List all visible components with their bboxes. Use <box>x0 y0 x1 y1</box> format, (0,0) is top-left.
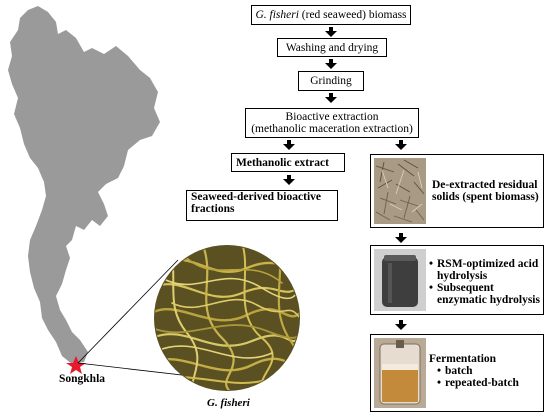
residual-text: De-extracted residual solids (spent biom… <box>432 179 539 203</box>
fractions-line1: Seaweed-derived bioactive <box>191 191 321 203</box>
location-star-icon <box>66 356 86 374</box>
specimen-caption: G. fisheri <box>207 397 250 409</box>
biomass-label: (red seaweed) biomass <box>298 9 407 21</box>
arrow-down-icon <box>395 233 407 243</box>
fermentation-item-repeated: repeated-batch <box>437 377 519 389</box>
panel-hydrolysis: RSM-optimized acid hydrolysis Subsequent… <box>370 245 544 315</box>
fermentation-title: Fermentation <box>429 353 497 365</box>
arrow-down-icon <box>325 27 337 37</box>
washing-label: Washing and drying <box>285 41 379 54</box>
flow-box-extraction: Bioactive extraction (methanolic macerat… <box>245 108 419 138</box>
fermentation-list: batch repeated-batch <box>437 365 519 389</box>
flow-box-washing: Washing and drying <box>277 38 387 57</box>
hydrolysis-item-acid: RSM-optimized acid hydrolysis <box>429 258 541 282</box>
reactor-photo <box>374 249 426 311</box>
extraction-title: Bioactive extraction <box>285 111 379 123</box>
fermentation-item-batch: batch <box>437 365 519 377</box>
panel-fermentation: Fermentation batch repeated-batch <box>370 334 544 412</box>
arrow-down-icon <box>325 59 337 69</box>
fermentation-text: Fermentation batch repeated-batch <box>429 353 519 389</box>
residual-line2: solids (spent biomass) <box>432 191 539 203</box>
location-label: Songkhla <box>59 373 106 385</box>
arrow-down-icon <box>395 320 407 330</box>
flow-box-methanolic: Methanolic extract <box>231 153 345 172</box>
arrow-down-icon <box>395 140 407 150</box>
spent-biomass-photo <box>374 158 426 224</box>
fermenter-photo <box>374 338 426 408</box>
thailand-map-shape <box>8 6 160 364</box>
methanolic-label: Methanolic extract <box>236 156 329 169</box>
flow-box-fractions: Seaweed-derived bioactive fractions <box>186 190 338 221</box>
hydrolysis-list: RSM-optimized acid hydrolysis Subsequent… <box>429 258 541 306</box>
arrow-down-icon <box>325 93 337 103</box>
biomass-species: G. fisheri <box>255 9 299 21</box>
seaweed-photo <box>154 245 300 391</box>
flow-box-biomass: G. fisheri (red seaweed) biomass <box>251 5 411 25</box>
fractions-line2: fractions <box>191 203 235 215</box>
grinding-label: Grinding <box>310 75 352 87</box>
panel-residual: De-extracted residual solids (spent biom… <box>370 154 544 228</box>
residual-line1: De-extracted residual <box>432 179 538 191</box>
extraction-method: (methanolic maceration extraction) <box>251 123 413 135</box>
arrow-down-icon <box>283 140 295 150</box>
flow-box-grinding: Grinding <box>298 71 364 91</box>
thailand-map <box>8 6 160 374</box>
hydrolysis-item-enzymatic: Subsequent enzymatic hydrolysis <box>429 282 541 306</box>
arrow-down-icon <box>283 175 295 185</box>
